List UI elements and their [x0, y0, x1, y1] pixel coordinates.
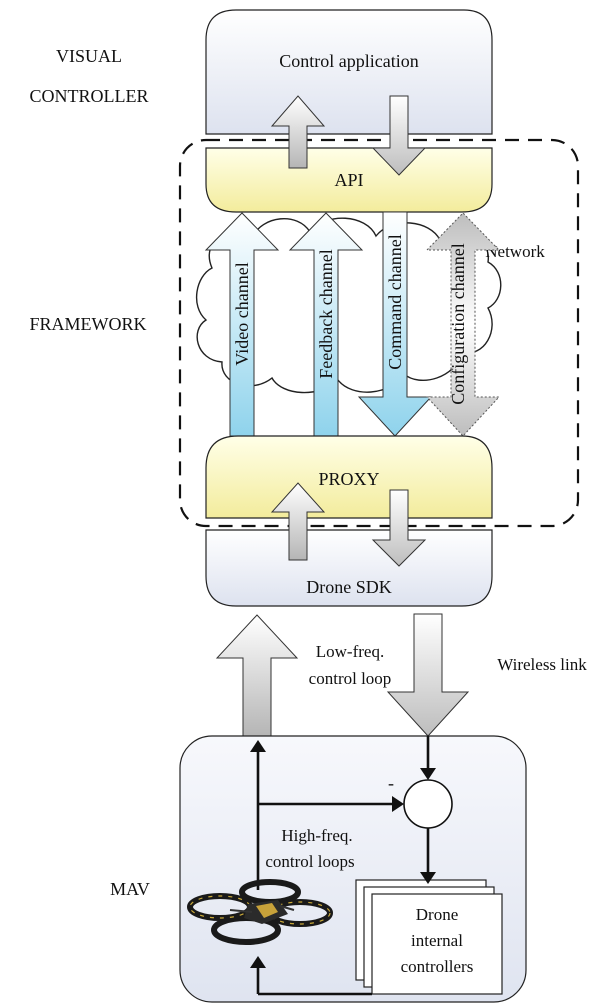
app-to-api-arrow: [371, 95, 427, 176]
control-application-box: [205, 9, 493, 135]
section-label-visual: VISUAL: [56, 46, 122, 66]
api-box: [205, 147, 493, 213]
video-channel-arrow: [204, 212, 280, 437]
high-freq-label-line1: High-freq.: [281, 826, 352, 845]
api-to-app-arrow: [270, 95, 326, 169]
drone-internal-line3: controllers: [401, 957, 474, 976]
section-label-framework: FRAMEWORK: [29, 314, 146, 334]
low-freq-label-line2: control loop: [309, 669, 392, 688]
feedback-channel-arrow: [288, 212, 364, 437]
low-freq-label-line1: Low-freq.: [316, 642, 384, 661]
quadrotor-drone-image: [187, 879, 333, 945]
configuration-channel-arrow: [425, 212, 501, 437]
section-label-mav: MAV: [110, 879, 150, 899]
drone-sdk-box: [205, 529, 493, 607]
wireless-link-arrow: [386, 613, 470, 737]
proxy-to-sdk-arrow: [371, 489, 427, 567]
configuration-channel-label: Configuration channel: [448, 243, 468, 404]
summing-junction: [403, 779, 453, 829]
sdk-to-proxy-arrow: [270, 482, 326, 561]
section-label-controller: CONTROLLER: [30, 86, 149, 106]
drone-internal-line1: Drone: [416, 905, 458, 924]
command-channel-label: Command channel: [385, 234, 405, 369]
internal-arrowheads: [250, 740, 436, 968]
framework-boundary: [178, 138, 580, 528]
command-channel-arrow: [357, 211, 433, 437]
feedback-channel-label: Feedback channel: [316, 249, 336, 378]
minus-sign: -: [388, 773, 394, 793]
low-freq-control-loop-arrow: [215, 614, 299, 737]
video-channel-label: Video channel: [232, 262, 252, 365]
wireless-link-label: Wireless link: [497, 655, 587, 674]
proxy-label: PROXY: [318, 469, 379, 489]
high-freq-label-line2: control loops: [265, 852, 354, 871]
drone-internal-line2: internal: [411, 931, 463, 950]
network-label: Network: [485, 242, 545, 261]
drone-internal-controllers-box: [371, 893, 503, 995]
proxy-box: [205, 435, 493, 519]
api-label: API: [334, 170, 363, 190]
drone-sdk-label: Drone SDK: [306, 577, 392, 597]
control-application-label: Control application: [279, 51, 418, 71]
